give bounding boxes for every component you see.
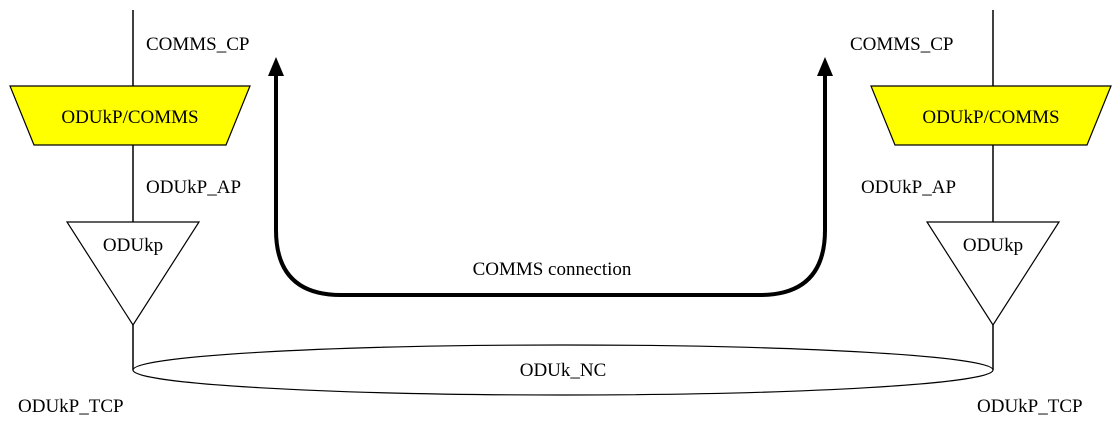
left-stack: COMMS_CP ODUkP/COMMS ODUkP_AP ODUkp ODUk… [9, 10, 251, 417]
right-adaptation-label: ODUkP/COMMS [922, 107, 1059, 128]
right-comms-cp-label: COMMS_CP [850, 34, 954, 55]
right-odukp-ap-label: ODUkP_AP [861, 177, 956, 198]
left-comms-cp-label: COMMS_CP [146, 34, 250, 55]
right-trail-termination [925, 221, 1061, 327]
comms-connection-label: COMMS connection [473, 259, 632, 280]
right-termination-label: ODUkp [963, 235, 1023, 256]
right-adaptation-function [870, 85, 1112, 146]
comms-connection-left-arrowhead [268, 57, 284, 76]
left-adaptation-label: ODUkP/COMMS [61, 107, 198, 128]
oduk-nc-ellipse [132, 344, 994, 396]
oduk-nc-label: ODUk_NC [520, 360, 607, 381]
comms-connection-right-arrowhead [817, 57, 833, 76]
left-termination-label: ODUkp [103, 235, 163, 256]
comms-connection-arrow [274, 70, 827, 297]
right-odukp-tcp-label: ODUkP_TCP [977, 396, 1083, 417]
left-odukp-tcp-label: ODUkP_TCP [18, 396, 124, 417]
left-trail-termination [65, 221, 201, 327]
left-odukp-ap-label: ODUkP_AP [146, 177, 241, 198]
right-stack: COMMS_CP ODUkP/COMMS ODUkP_AP ODUkp ODUk… [850, 10, 1112, 417]
left-adaptation-function [9, 85, 251, 146]
